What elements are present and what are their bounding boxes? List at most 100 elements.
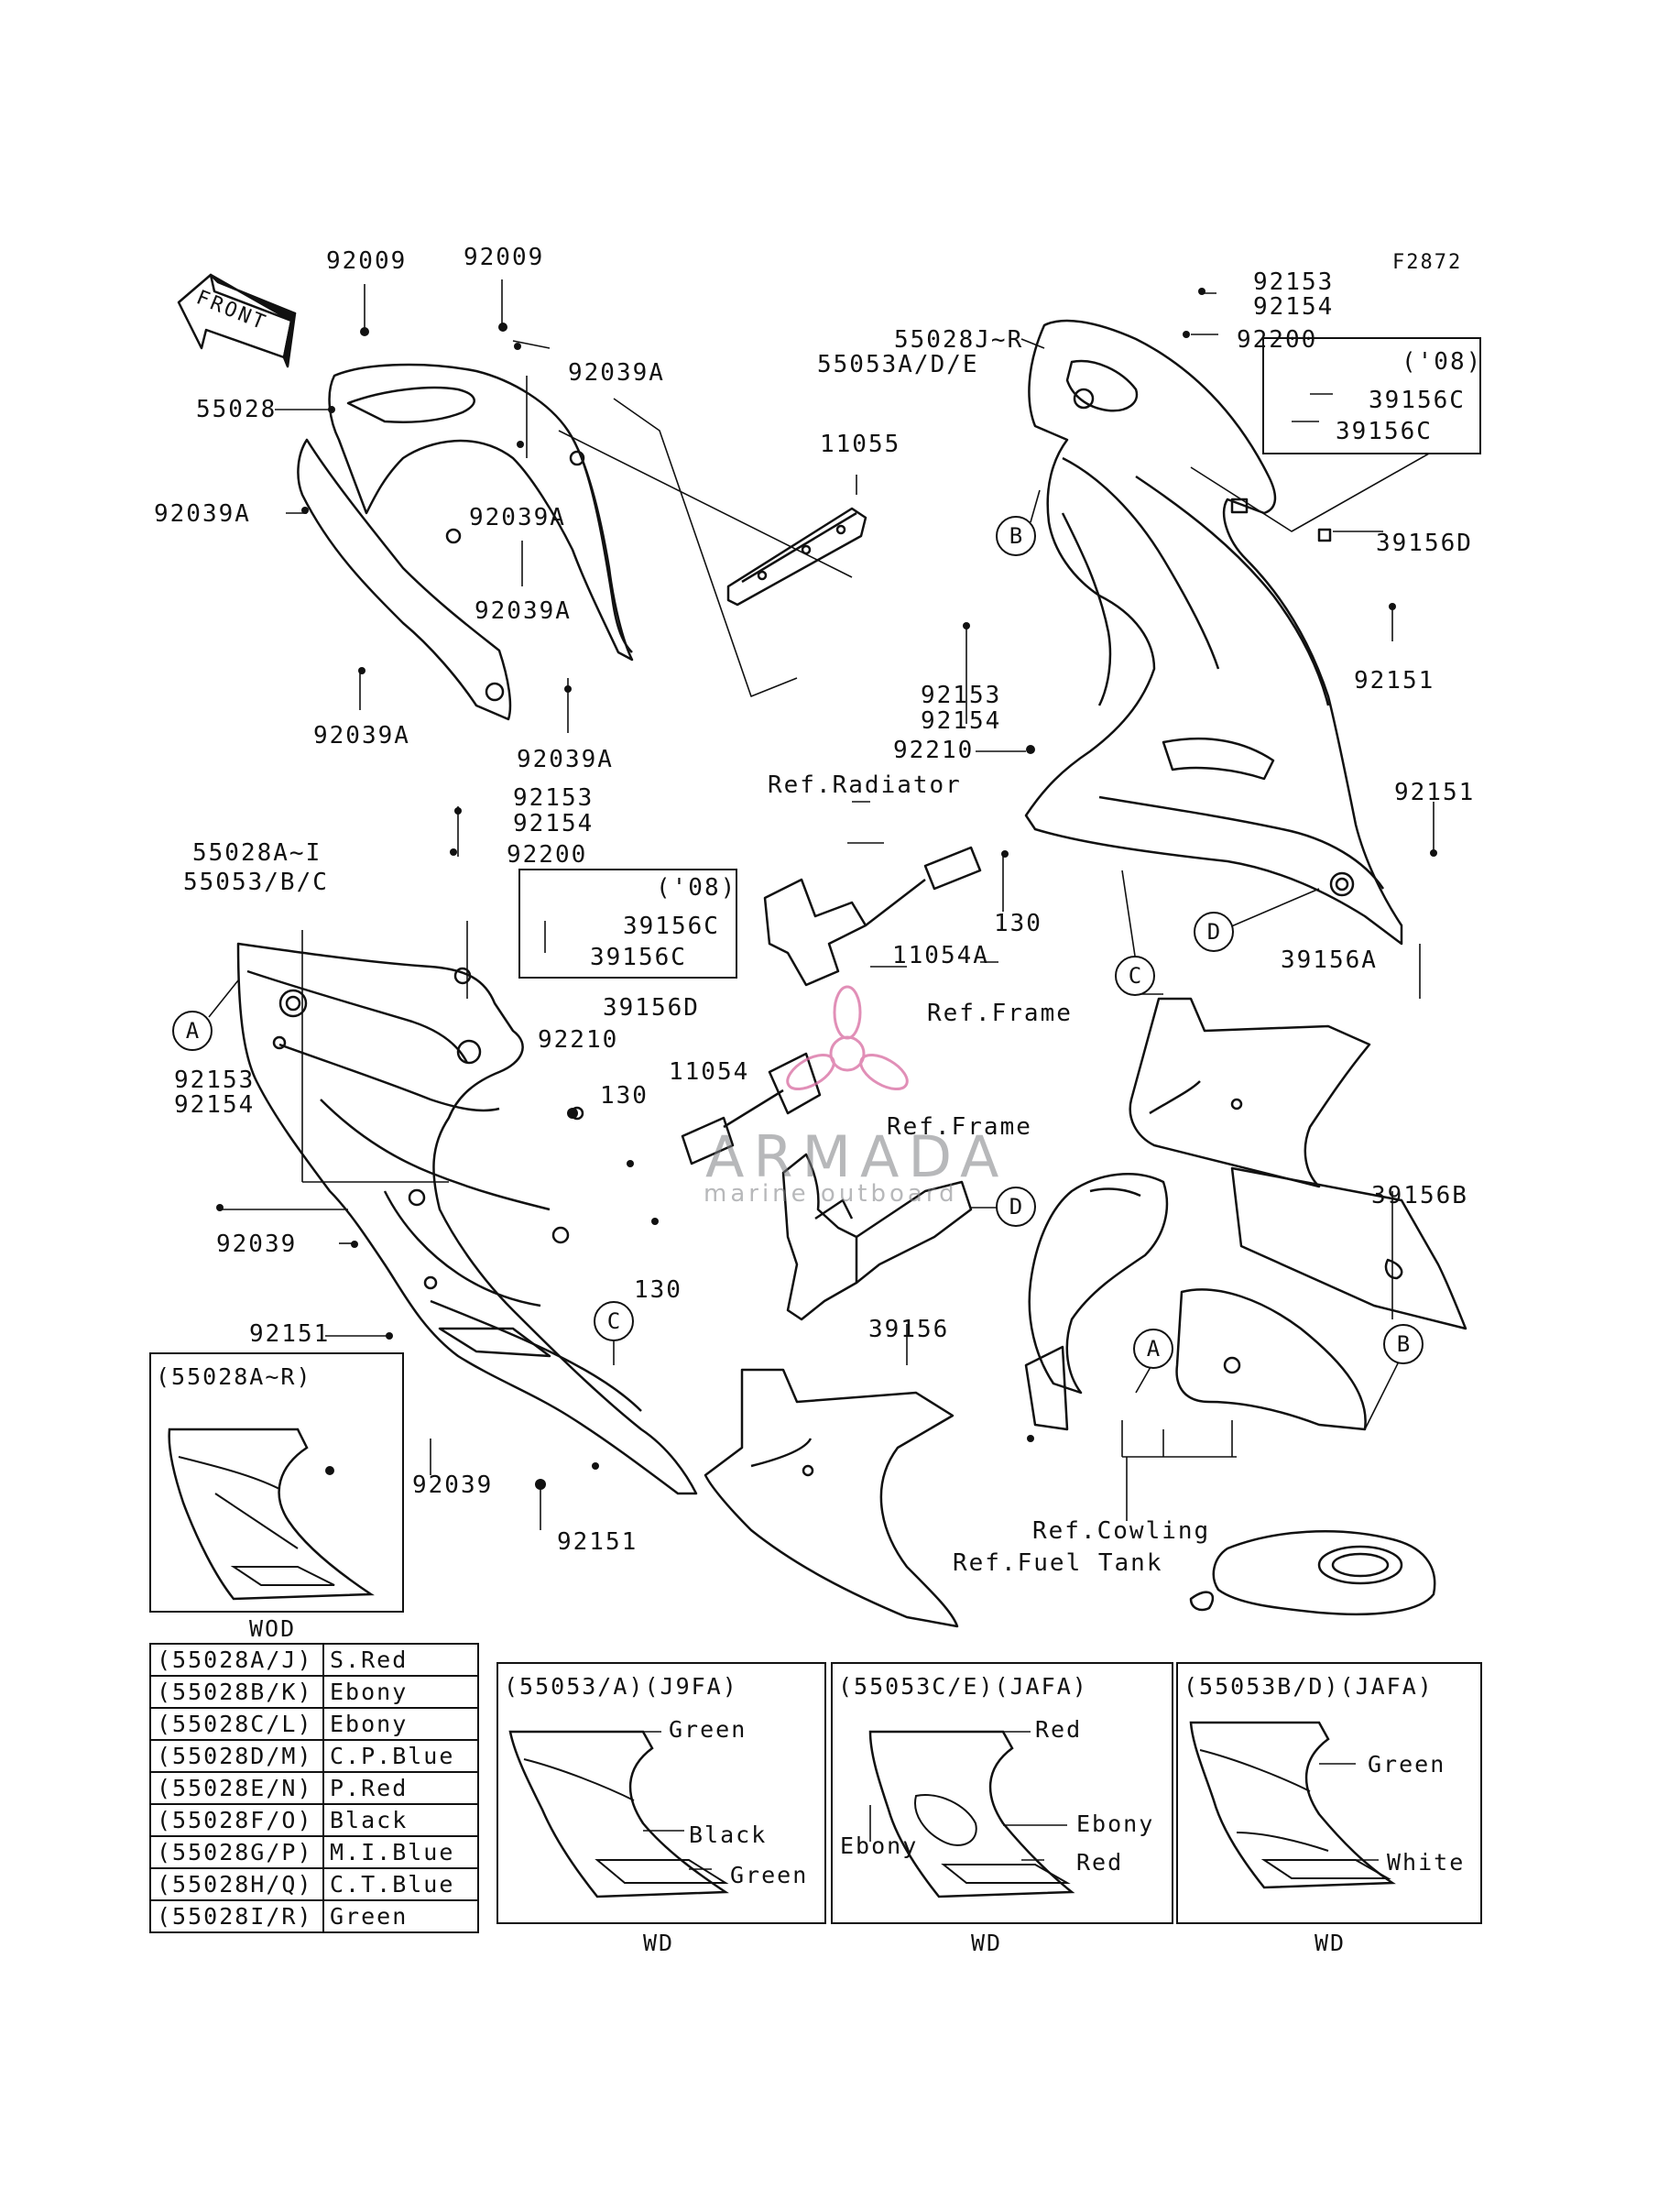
part-label: 92151 — [557, 1528, 638, 1556]
inset-main-cowl — [168, 1428, 375, 1601]
part-label: 130 — [994, 910, 1042, 937]
part-label: 92153 — [513, 784, 595, 812]
ref-cowling — [1024, 1173, 1367, 1431]
part-label: 92039A — [313, 722, 410, 749]
part-label: 55053A/D/E — [817, 351, 979, 378]
decal-39156A — [1129, 997, 1371, 1188]
part-label: 39156B — [1371, 1182, 1468, 1209]
front-arrow-icon: FRONT — [177, 273, 297, 368]
variant-color-callout: Ebony — [840, 1832, 919, 1859]
part-label: 39156C — [1336, 418, 1433, 445]
inset-main-title: (55028A~R) — [156, 1363, 312, 1390]
part-label: 39156C — [623, 913, 720, 940]
color-table-row: (55028I/R)Green — [149, 1899, 479, 1933]
part-label: 92151 — [1354, 667, 1435, 695]
part-label: 92153 — [1253, 268, 1335, 296]
variant-color-callout: Red — [1076, 1849, 1124, 1876]
inset-main-box — [149, 1352, 404, 1613]
part-label: 55028 — [196, 396, 278, 423]
color-code-cell: (55028D/M) — [149, 1739, 324, 1773]
part-label: 130 — [634, 1276, 682, 1304]
part-label: 39156C — [1369, 387, 1466, 414]
color-table-row: (55028F/O)Black — [149, 1803, 479, 1837]
variant-color-callout: White — [1387, 1849, 1466, 1876]
part-label: 130 — [600, 1082, 649, 1110]
color-code-cell: (55028A/J) — [149, 1643, 324, 1677]
color-code-cell: (55028F/O) — [149, 1803, 324, 1837]
variant-cowl-2 — [868, 1730, 1075, 1898]
callout-d: D — [1194, 912, 1234, 952]
variant-cowl-3 — [1189, 1721, 1396, 1889]
ref-label: Ref.Frame — [927, 1000, 1073, 1027]
callout-b: B — [996, 516, 1036, 556]
color-table-row: (55028E/N)P.Red — [149, 1771, 479, 1805]
part-label: 39156D — [1376, 530, 1473, 557]
variant-tag: WD — [1315, 1930, 1347, 1956]
part-label: 92153 — [174, 1067, 256, 1094]
variant-box-3 — [1176, 1662, 1482, 1924]
part-label: 55028A~I — [192, 839, 322, 867]
part-label: 92210 — [893, 737, 975, 764]
color-name-cell: S.Red — [322, 1643, 479, 1677]
variant-box-2 — [831, 1662, 1173, 1924]
part-label: 92151 — [1394, 779, 1476, 806]
bracket-11054 — [681, 1052, 973, 1321]
part-label: 39156C — [590, 944, 687, 971]
callout-d: D — [996, 1187, 1036, 1227]
color-name-cell: C.T.Blue — [322, 1867, 479, 1901]
inner-cowl-left — [297, 363, 634, 721]
part-label: 11055 — [820, 431, 901, 458]
callout-a: A — [172, 1011, 213, 1051]
part-label: 92154 — [513, 810, 595, 837]
part-label: 92039A — [568, 359, 665, 387]
color-code-cell: (55028E/N) — [149, 1771, 324, 1805]
part-label: 92210 — [538, 1026, 619, 1054]
color-name-cell: M.I.Blue — [322, 1835, 479, 1869]
part-label: 92039 — [216, 1231, 298, 1258]
variant-color-callout: Red — [1035, 1716, 1083, 1743]
part-label: 92151 — [249, 1320, 331, 1348]
cowl-left-lower — [236, 942, 698, 1495]
color-name-cell: P.Red — [322, 1771, 479, 1805]
variant-color-callout: Green — [1368, 1751, 1446, 1778]
part-label: 92154 — [921, 707, 1002, 735]
ref-label: Ref.Fuel Tank — [953, 1549, 1163, 1577]
color-table-row: (55028C/L)Ebony — [149, 1707, 479, 1741]
part-label: 92009 — [326, 247, 408, 275]
bracket-11054A — [763, 846, 982, 987]
part-label: 39156 — [868, 1316, 950, 1343]
variant-tag: WD — [971, 1930, 1003, 1956]
part-label: 55053/B/C — [183, 869, 329, 896]
part-label: 92200 — [1237, 326, 1318, 354]
part-label: 92039A — [469, 504, 566, 531]
bracket-11055 — [726, 507, 867, 607]
variant-color-callout: Green — [669, 1716, 747, 1743]
inset-main-tag: WOD — [249, 1615, 297, 1642]
callout-a: A — [1133, 1329, 1173, 1369]
color-table: (55028A/J)S.Red(55028B/K)Ebony(55028C/L)… — [149, 1643, 479, 1933]
variant-title: (55053C/E)(JAFA) — [838, 1673, 1088, 1700]
part-label: 92039A — [154, 500, 251, 528]
color-name-cell: Green — [322, 1899, 479, 1933]
ref-label: Ref.Radiator — [768, 771, 962, 799]
color-table-row: (55028H/Q)C.T.Blue — [149, 1867, 479, 1901]
ref-label: Ref.Cowling — [1032, 1517, 1211, 1545]
part-label: 92009 — [464, 244, 545, 271]
variant-color-callout: Green — [730, 1862, 809, 1888]
color-code-cell: (55028B/K) — [149, 1675, 324, 1709]
callout-c: C — [594, 1301, 634, 1341]
color-code-cell: (55028I/R) — [149, 1899, 324, 1933]
variant-cowl-1 — [508, 1730, 729, 1898]
color-name-cell: Ebony — [322, 1707, 479, 1741]
part-label: 92039 — [412, 1471, 494, 1499]
year-label: ('08) — [656, 874, 737, 902]
year-label: ('08) — [1402, 348, 1483, 376]
variant-title: (55053/A)(J9FA) — [504, 1673, 738, 1700]
color-code-cell: (55028C/L) — [149, 1707, 324, 1741]
part-label: 92039A — [517, 746, 614, 773]
fairing-right-upper — [1024, 319, 1403, 946]
color-table-row: (55028G/P)M.I.Blue — [149, 1835, 479, 1869]
callout-leaders — [208, 489, 1402, 1430]
color-table-row: (55028B/K)Ebony — [149, 1675, 479, 1709]
